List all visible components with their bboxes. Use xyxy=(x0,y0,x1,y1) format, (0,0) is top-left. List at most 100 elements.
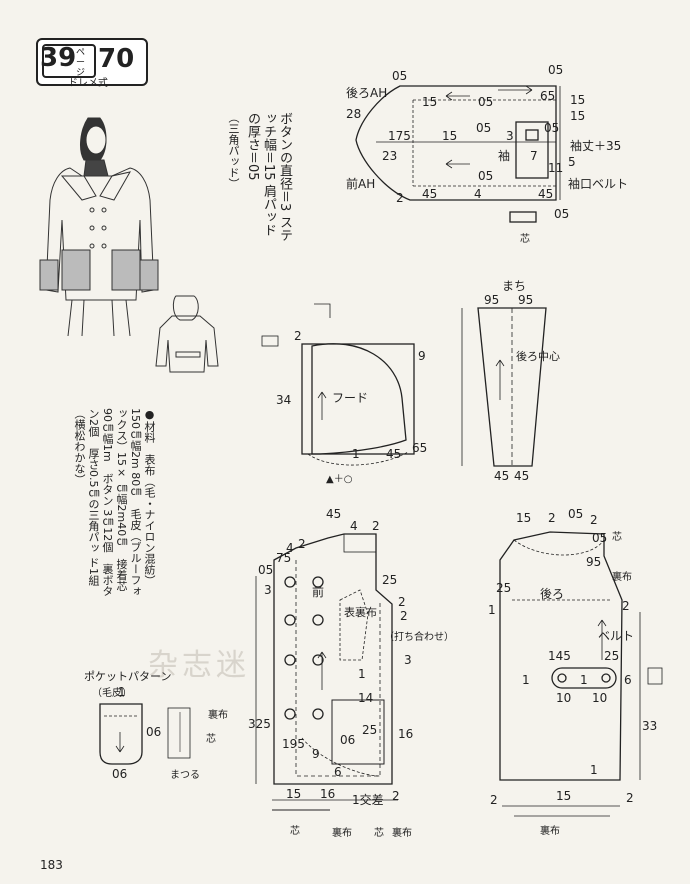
dim-back-33: 33 xyxy=(642,719,657,733)
dim-gusset-45a: 45 xyxy=(494,469,509,483)
dim-back-2b: 2 xyxy=(590,513,598,527)
dim-front-2b: 2 xyxy=(298,537,306,551)
label-front-ah: 前AH xyxy=(346,176,375,191)
dim-back-2a: 2 xyxy=(548,511,556,525)
dim-front-16b: 16 xyxy=(320,787,335,801)
dim-back-2d: 2 xyxy=(490,793,498,807)
dim-hood-2: 2 xyxy=(294,329,302,343)
dim-sleeve-4: 4 xyxy=(474,187,482,201)
dim-sleeve-65: 65 xyxy=(540,89,555,103)
label-lining-front-2: 裏布 xyxy=(392,826,412,839)
coat-back-illustration xyxy=(155,295,219,373)
label-sleeve: 袖 xyxy=(498,148,510,163)
dim-belt-6: 6 xyxy=(624,673,632,687)
dim-hood-34: 34 xyxy=(276,393,291,407)
dim-front-3b: 3 xyxy=(404,653,412,667)
dim-hood-9: 9 xyxy=(418,349,426,363)
pad-note-text: （三角パッド） xyxy=(227,112,240,189)
dim-sleeve-23: 23 xyxy=(382,149,397,163)
dim-sleeve-05c: 05 xyxy=(478,95,493,109)
dim-front-6: 6 xyxy=(334,765,342,779)
dim-sleeve-5: 5 xyxy=(568,155,576,169)
dimension-labels: 05 05 後ろAH 28 15 05 65 15 15 175 15 05 3… xyxy=(84,63,657,839)
label-interfacing-front-2: 芯 xyxy=(374,826,384,839)
dim-back-95: 95 xyxy=(586,555,601,569)
dim-hood-65: 65 xyxy=(412,441,427,455)
badge-box xyxy=(42,44,96,78)
dim-belt-145: 145 xyxy=(548,649,571,663)
dim-back-1c: 1 xyxy=(590,763,598,777)
dim-belt-10b: 10 xyxy=(592,691,607,705)
dim-front-4b: 4 xyxy=(286,541,294,555)
dim-back-2e: 2 xyxy=(626,791,634,805)
label-interfacing-sleeve: 芯 xyxy=(520,232,530,245)
page-number-text: 183 xyxy=(40,858,63,872)
dim-sleeve-15d: 15 xyxy=(442,129,457,143)
dim-front-75: 75 xyxy=(276,551,291,565)
dim-front-15: 15 xyxy=(286,787,301,801)
dim-hood-45: 45 xyxy=(386,447,401,461)
dim-belt-10a: 10 xyxy=(556,691,571,705)
materials-line-5: ド1組 xyxy=(87,557,100,586)
label-interfacing-front: 芯 xyxy=(290,824,300,837)
label-fur: （毛皮） xyxy=(92,686,132,699)
dim-front-2a: 2 xyxy=(372,519,380,533)
label-facing: 表裏布 xyxy=(344,605,377,619)
pocket-pattern xyxy=(99,703,191,765)
dim-pocket-06b: 06 xyxy=(112,767,127,781)
dim-sleeve-2: 2 xyxy=(396,191,404,205)
label-cuff-belt: 袖口ベルト xyxy=(568,176,628,191)
dim-front-06: 06 xyxy=(340,733,355,747)
materials-list: ●材料 表布（毛・ナイロン混紡）150㎝幅2m 80㎝ 毛皮（ブルーフォックス）… xyxy=(72,408,156,598)
sleeve-pattern xyxy=(355,85,561,223)
materials-line-6: （横松わかな） xyxy=(73,408,86,485)
dim-sleeve-05g: 05 xyxy=(554,207,569,221)
dim-sleeve-05f: 05 xyxy=(478,169,493,183)
watermark: 杂志迷 xyxy=(148,640,250,684)
page-number-badge: 39 ページ 70 ドレメ式 xyxy=(36,38,148,89)
dim-belt-25: 25 xyxy=(604,649,619,663)
label-sleeve-length: 袖丈＋35 xyxy=(570,138,621,153)
pattern-number: 70 xyxy=(98,44,135,74)
dim-sleeve-3: 3 xyxy=(506,129,514,143)
stitch-width-note: ステッチ幅＝15 xyxy=(261,112,292,242)
dim-back-1b: 1 xyxy=(522,673,530,687)
label-pocket-interfacing: 芯 xyxy=(206,732,216,745)
label-gusset: まち xyxy=(502,279,526,293)
pad-thickness-note: 肩パッドの厚さ＝05 xyxy=(245,112,276,237)
dim-back-2c: 2 xyxy=(622,599,630,613)
materials-line-2: 80㎝ 毛皮（ブルーフォックス）15× xyxy=(115,408,142,597)
dim-back-25: 25 xyxy=(496,581,511,595)
dim-back-ah: 後ろAH xyxy=(346,86,387,100)
label-pocket-pattern: ポケットパターン xyxy=(84,670,171,683)
label-back-center: 後ろ中心 xyxy=(516,349,560,363)
dim-sleeve-05d: 05 xyxy=(476,121,491,135)
front-bodice-pattern xyxy=(255,533,398,811)
dim-sleeve-05e: 05 xyxy=(544,121,559,135)
dim-sleeve-05-top: 05 xyxy=(392,69,407,83)
label-pocket-slipstitch: まつる xyxy=(170,769,200,781)
dim-front-14: 14 xyxy=(358,691,373,705)
source-page-number: 39 xyxy=(40,43,77,73)
dim-front-05: 05 xyxy=(258,563,273,577)
dim-pocket-1: 1 xyxy=(118,685,126,699)
dim-sleeve-15a: 15 xyxy=(422,95,437,109)
label-back: 後ろ xyxy=(540,587,564,601)
dim-gusset-95b: 95 xyxy=(518,293,533,307)
materials-line-4: 3㎝12個 裏ボタン2個 厚さ0.5㎝の三角パッ xyxy=(87,408,114,597)
watermark-text: 杂志迷 xyxy=(148,648,250,683)
label-pocket-lining: 裏布 xyxy=(208,708,228,721)
dim-belt-1: 1 xyxy=(580,673,588,687)
dim-back-1a: 1 xyxy=(488,603,496,617)
label-lining-back-2: 裏布 xyxy=(612,570,632,583)
dim-front-2c: 2 xyxy=(398,595,406,609)
dim-gusset-95a: 95 xyxy=(484,293,499,307)
pad-note: （三角パッド） xyxy=(226,112,240,242)
label-hood-marks: ▲＋○ xyxy=(326,474,352,485)
dim-front-25b: 25 xyxy=(362,723,377,737)
gusset-pattern xyxy=(461,307,547,467)
dim-front-325: 325 xyxy=(248,717,271,731)
dim-front-16: 16 xyxy=(398,727,413,741)
materials-line-3: ㎝幅2m40㎝ 接着芯90㎝幅1m ボタン xyxy=(101,408,128,592)
